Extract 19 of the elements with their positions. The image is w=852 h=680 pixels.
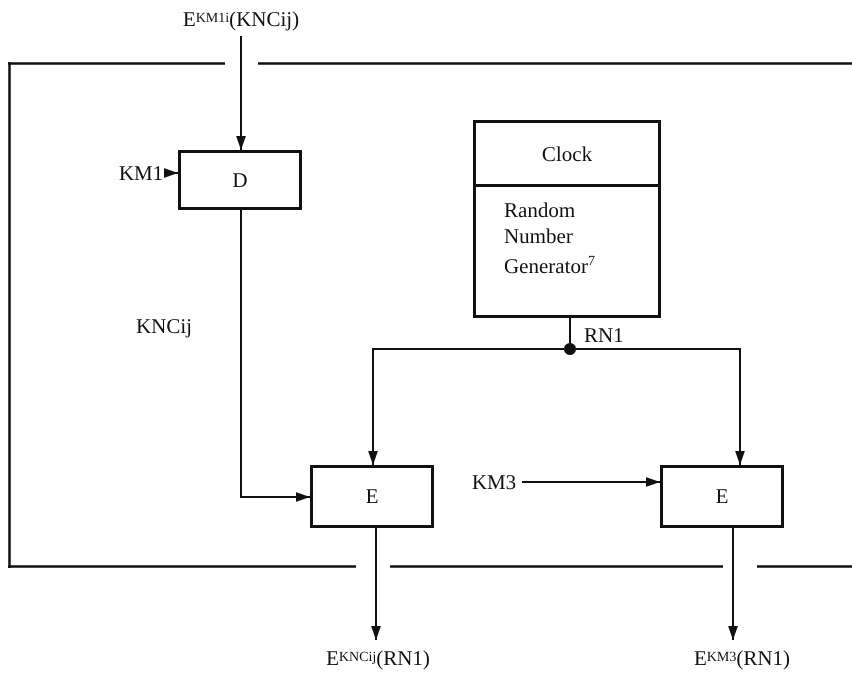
signal-label: KM1 bbox=[118, 160, 164, 186]
arrow bbox=[522, 477, 660, 487]
arrow bbox=[236, 36, 246, 150]
signal-label: KM3 bbox=[466, 469, 522, 495]
arrow bbox=[728, 528, 738, 640]
clock-generator-box bbox=[473, 120, 661, 318]
box-description: Random Number Generator$^{7}$ bbox=[503, 197, 596, 279]
arrow bbox=[240, 210, 310, 502]
process-box: D bbox=[178, 150, 302, 210]
arrow bbox=[368, 348, 564, 465]
process-box: E bbox=[310, 465, 434, 528]
boundary-frame bbox=[8, 62, 852, 568]
junction-dot bbox=[564, 343, 576, 355]
process-box: E bbox=[660, 465, 784, 528]
connector-line bbox=[569, 318, 571, 343]
arrow bbox=[576, 348, 745, 465]
arrow bbox=[164, 168, 178, 178]
box-heading: Clock bbox=[476, 123, 658, 187]
arrow bbox=[371, 528, 381, 640]
